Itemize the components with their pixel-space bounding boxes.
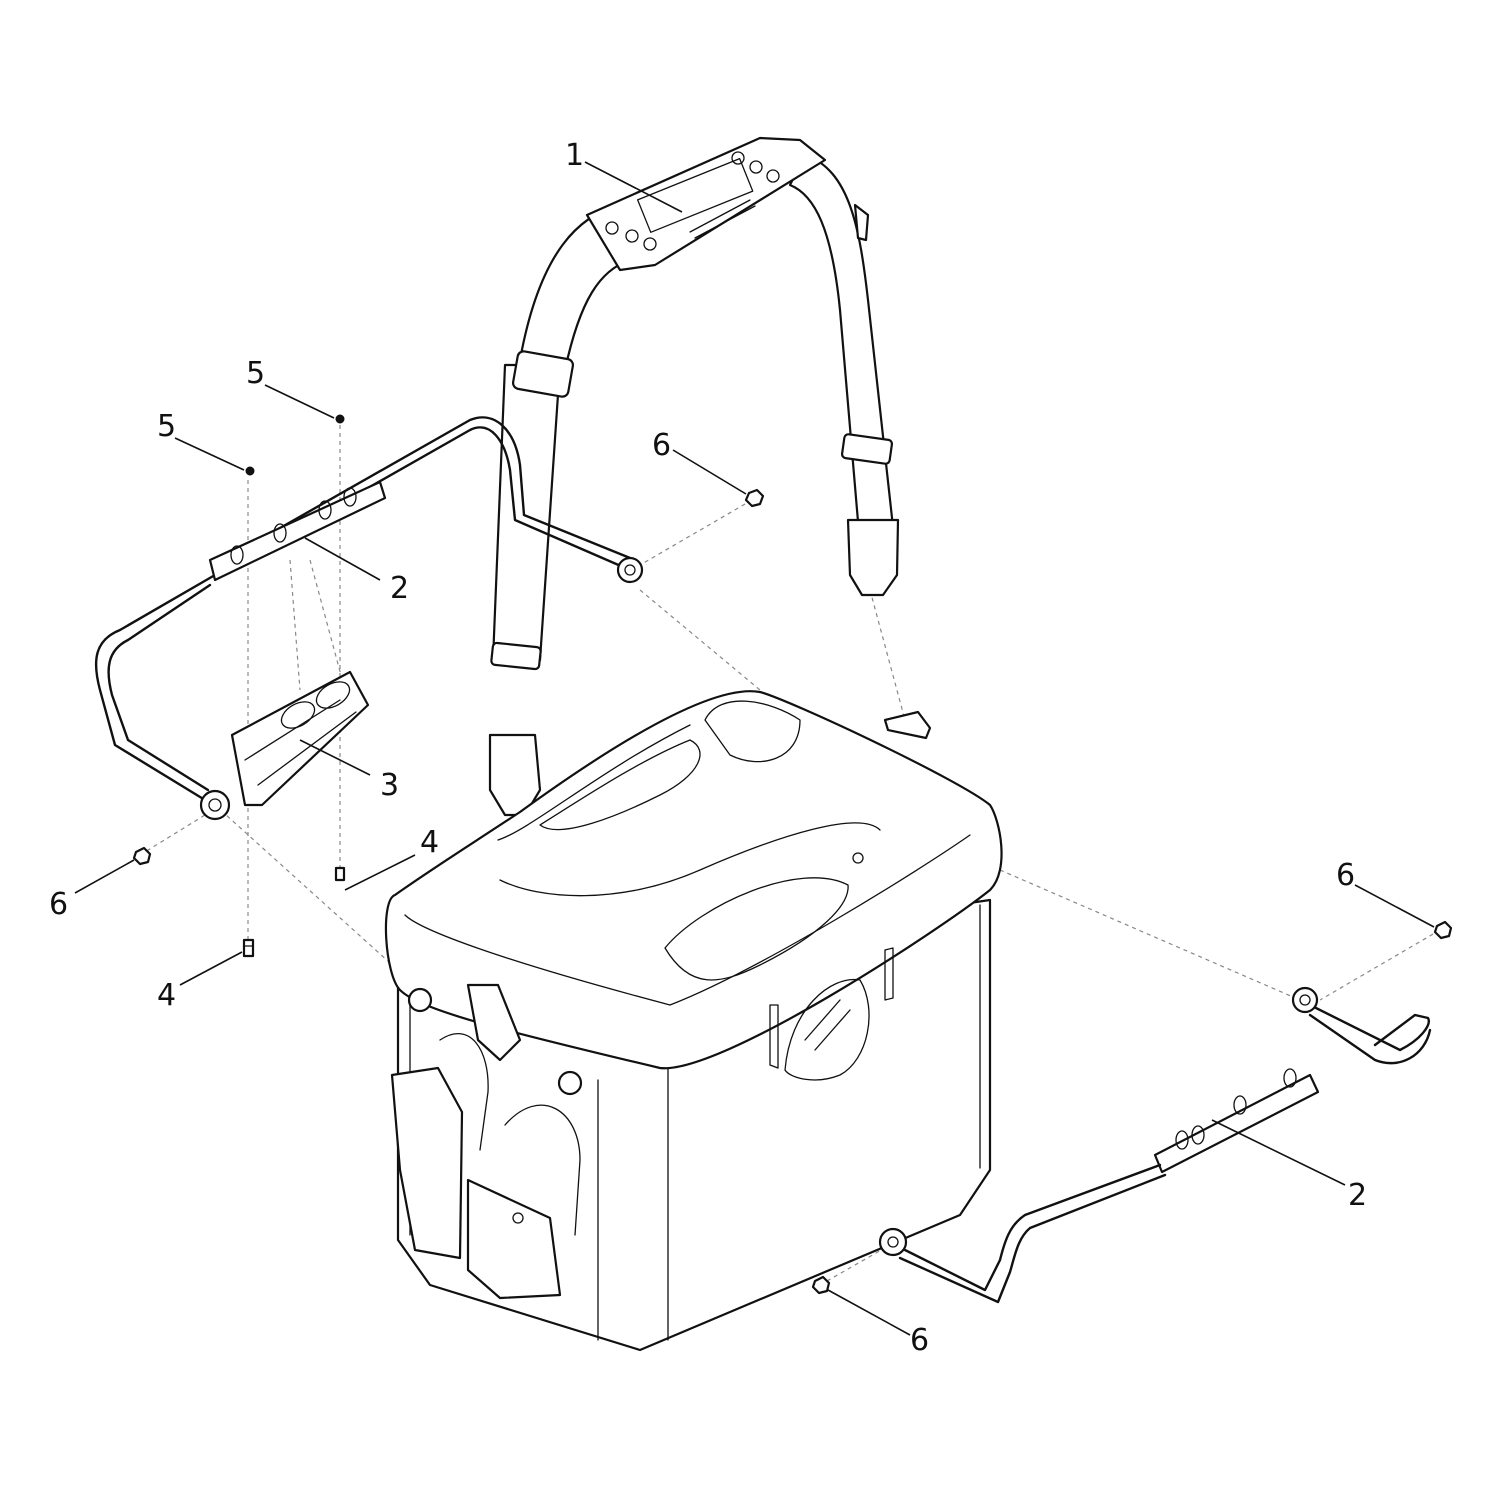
- leader-lines: [74, 161, 1435, 1336]
- callout-6-top: 6: [652, 428, 671, 463]
- washer-nut-bottom: [811, 1275, 831, 1295]
- washer-nut-top: [744, 488, 765, 508]
- callout-labels: 1 2 2 3 4 4 5 5 6 6 6 6: [49, 138, 1367, 1358]
- screw-right: [334, 866, 346, 882]
- callout-2-left: 2: [390, 571, 409, 606]
- washer-nut-right: [1433, 920, 1453, 940]
- callout-5-left: 5: [157, 409, 176, 444]
- callout-6-bottom: 6: [910, 1323, 929, 1358]
- callout-1: 1: [565, 138, 584, 173]
- rod-holder-frame-left: [94, 416, 644, 821]
- callout-6-right: 6: [1336, 858, 1355, 893]
- nut-left: [245, 466, 255, 476]
- callout-3: 3: [380, 768, 399, 803]
- callout-5-right: 5: [246, 356, 265, 391]
- callout-6-left: 6: [49, 887, 68, 922]
- callout-2-right: 2: [1348, 1178, 1367, 1213]
- tackle-box: [384, 690, 1003, 1352]
- callout-4-right: 4: [420, 825, 439, 860]
- callout-4-left: 4: [157, 978, 176, 1013]
- rod-clip: [230, 670, 370, 807]
- screw-left: [242, 938, 255, 958]
- rod-holder-frame-right: [878, 986, 1432, 1304]
- washer-nut-left: [132, 846, 152, 866]
- nut-right: [335, 414, 345, 424]
